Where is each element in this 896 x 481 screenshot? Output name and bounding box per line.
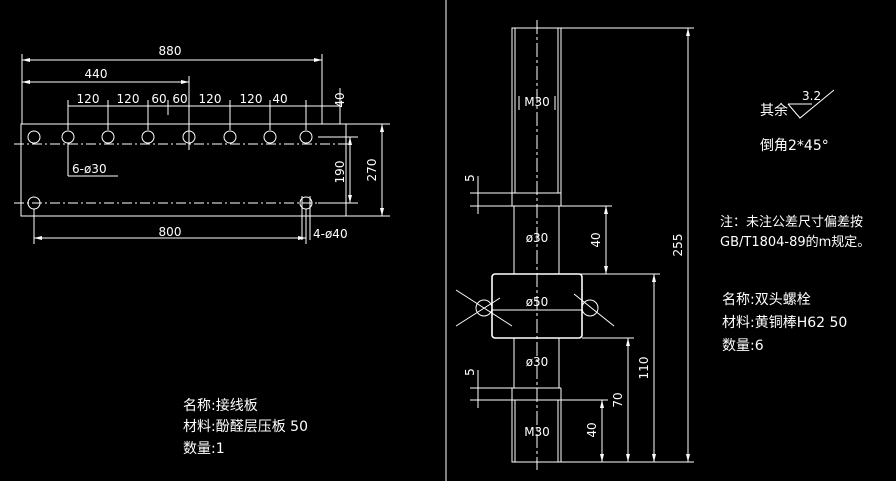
bottom-thread-section xyxy=(511,399,562,463)
dim-text-120: 120 xyxy=(199,92,222,106)
thread-label-top: M30 xyxy=(524,95,550,109)
part-name-board: 名称:接线板 xyxy=(183,397,258,414)
dim-text-60: 60 xyxy=(151,92,166,106)
hole xyxy=(61,130,75,144)
dia-label-lower: ø30 xyxy=(526,355,549,369)
dim-text-255: 255 xyxy=(671,234,685,257)
part-material-bolt: 材料:黄铜棒H62 50 xyxy=(722,314,847,331)
hole xyxy=(223,130,237,144)
chamfer-mark xyxy=(475,299,493,317)
surface-finish-value: 3.2 xyxy=(802,89,821,103)
hole-callout-6-30: 6-ø30 xyxy=(72,162,107,176)
top-hole-row xyxy=(27,130,313,144)
dia-label-upper: ø30 xyxy=(526,231,549,245)
dim-text-440: 440 xyxy=(85,67,108,81)
dim-text-gap-top: 5 xyxy=(463,174,477,182)
hole-callout-4-40: 4-ø40 xyxy=(313,227,348,241)
hole xyxy=(141,130,155,144)
dim-text-190: 190 xyxy=(333,161,347,184)
dim-text-40: 40 xyxy=(272,92,287,106)
dia-label-collar: ø50 xyxy=(526,295,549,309)
dim-text-270: 270 xyxy=(365,159,379,182)
dim-text-gap-bottom: 5 xyxy=(463,368,477,376)
part-quantity-board: 数量:1 xyxy=(183,441,225,457)
dim-text-thread-40: 40 xyxy=(585,422,599,437)
surface-finish-label: 其余 xyxy=(760,102,788,119)
chamfer-note: 倒角2*45° xyxy=(760,138,829,154)
stud-bolt-view: M30 ø30 ø50 ø30 M30 xyxy=(455,20,870,470)
dim-text-120: 120 xyxy=(117,92,140,106)
terminal-board-view: 880 440 120 120 60 60 120 120 40 40 6-ø3… xyxy=(14,44,390,457)
dim-text-upper-40: 40 xyxy=(589,232,603,247)
hole xyxy=(299,130,313,144)
part-quantity-bolt: 数量:6 xyxy=(722,338,764,354)
top-thread-section xyxy=(511,27,562,194)
dim-text-70: 70 xyxy=(611,392,625,407)
thread-label-bottom: M30 xyxy=(524,425,550,439)
hole xyxy=(263,130,277,144)
chamfer-mark xyxy=(581,299,599,317)
dim-text-120: 120 xyxy=(240,92,263,106)
dim-text-60: 60 xyxy=(172,92,187,106)
dim-text-top-40: 40 xyxy=(333,92,347,107)
part-name-bolt: 名称:双头螺栓 xyxy=(722,292,811,308)
part-material-board: 材料:酚醛层压板 50 xyxy=(183,419,308,435)
hole xyxy=(27,130,41,144)
dim-text-800: 800 xyxy=(159,225,182,239)
dim-text-880: 880 xyxy=(159,44,182,58)
hole xyxy=(101,130,115,144)
tolerance-note-line2: GB/T1804-89的m规定。 xyxy=(720,234,870,250)
tolerance-note-line1: 注：未注公差尺寸偏差按 xyxy=(720,215,863,230)
dim-text-110: 110 xyxy=(637,357,651,380)
board-outline xyxy=(20,123,347,217)
dim-text-120: 120 xyxy=(77,92,100,106)
surface-finish-symbol xyxy=(787,89,835,119)
